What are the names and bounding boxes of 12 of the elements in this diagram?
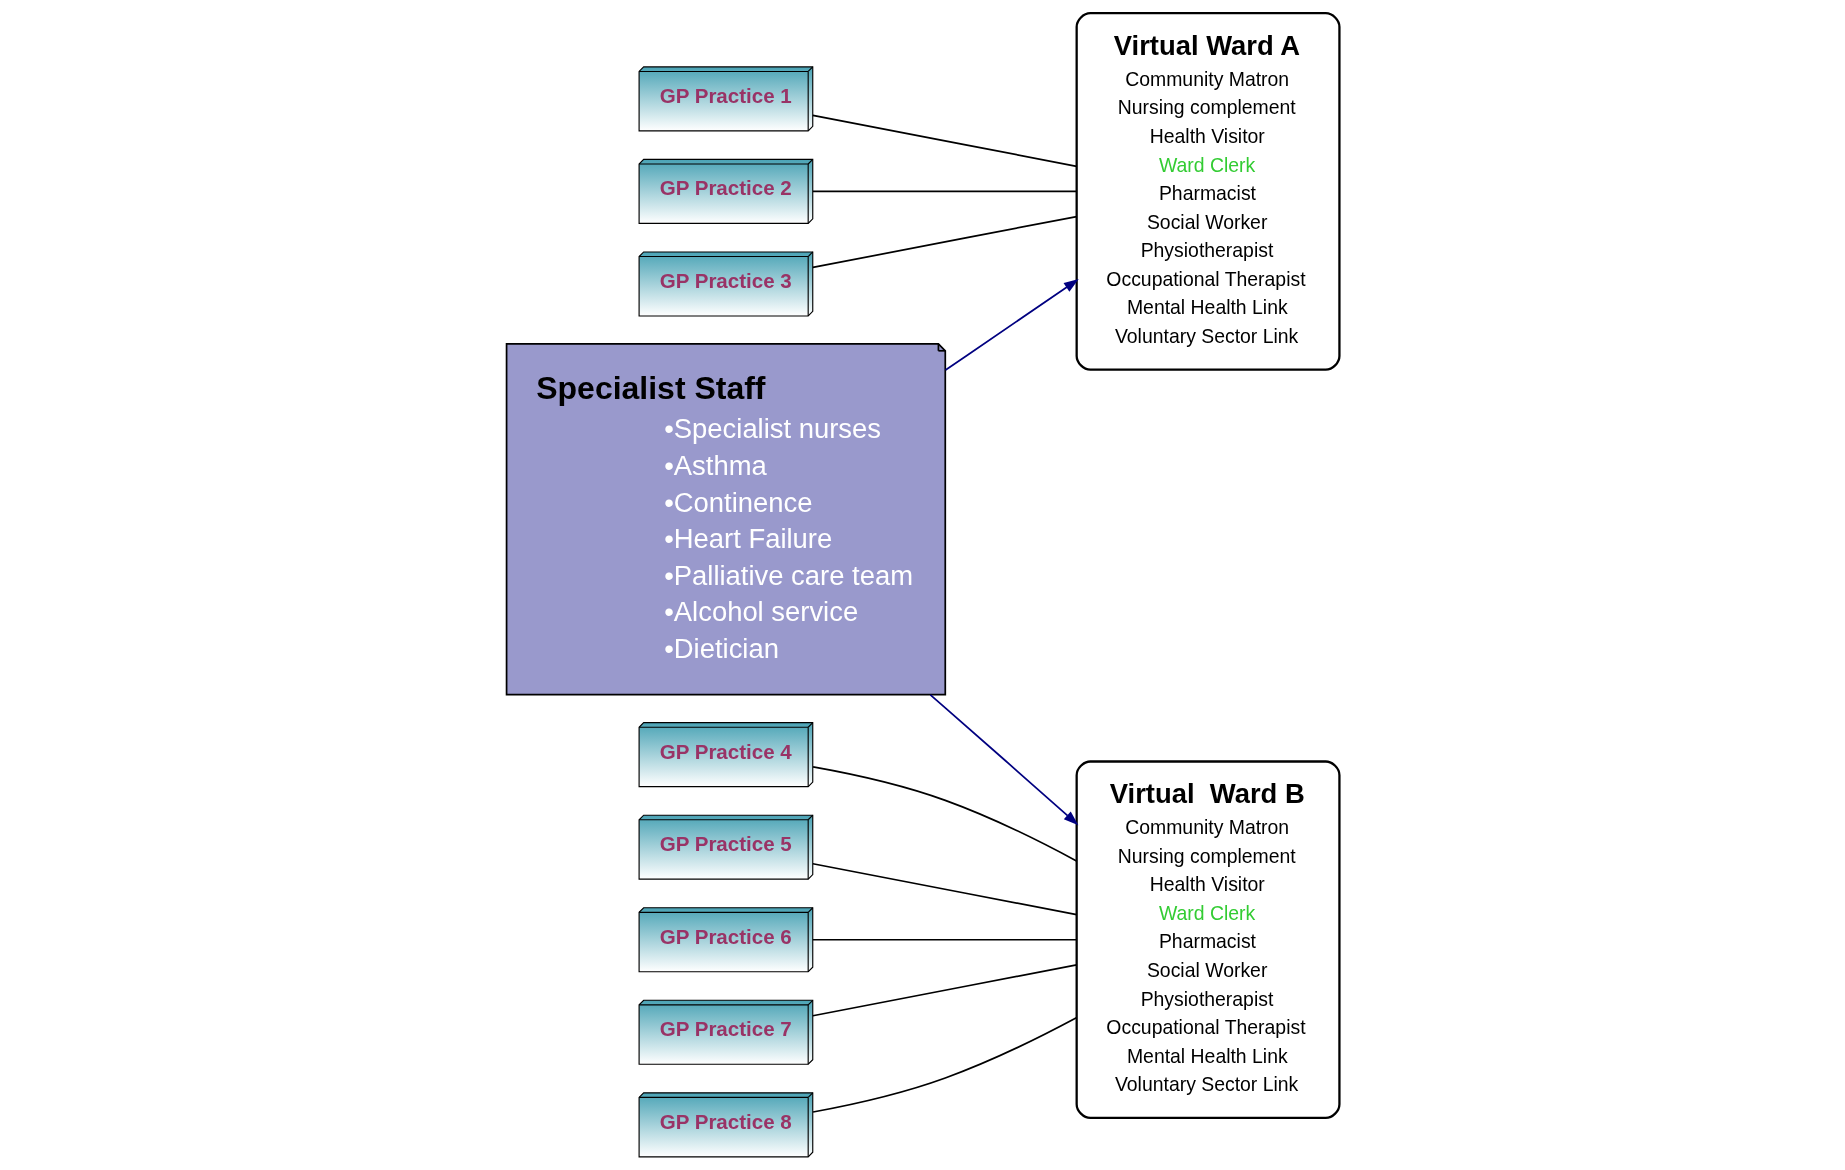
connector xyxy=(811,190,1077,193)
connector xyxy=(811,1016,1077,1113)
node-box: Virtual Ward B Community Matron Nursing complement Health Visitor Ward Clerk Pharmacist Social Worker Physiotherapist Occupational Therapist Mental Health Link Voluntary Sector Link xyxy=(1075,760,1341,1120)
connector xyxy=(811,766,1077,862)
connector xyxy=(811,215,1077,269)
arrow xyxy=(929,693,1078,826)
arrow xyxy=(944,279,1079,371)
connector xyxy=(811,938,1077,941)
connector xyxy=(811,964,1077,1017)
connector xyxy=(811,114,1077,168)
connector xyxy=(811,862,1077,916)
node-box: Virtual Ward A Community Matron Nursing complement Health Visitor Ward Clerk Pharmacist Social Worker Physiotherapist Occupational Therapist Mental Health Link Voluntary Sector Link xyxy=(1075,12,1341,371)
